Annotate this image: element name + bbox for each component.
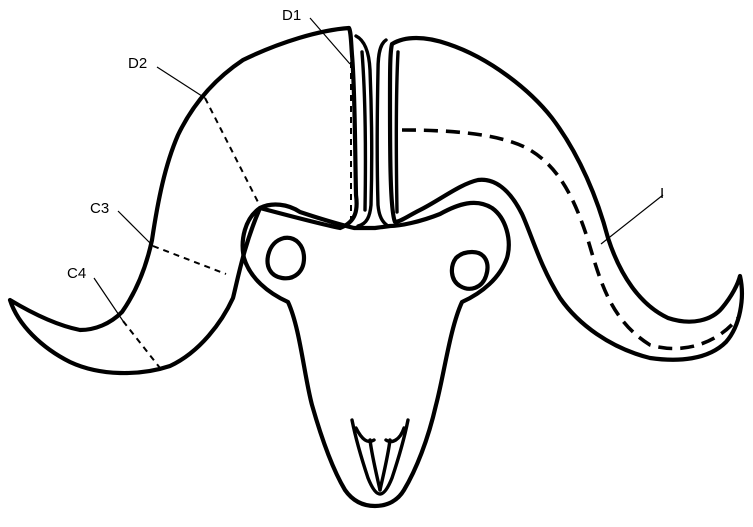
c3-dashed-line	[153, 246, 226, 274]
c4-dashed-line	[123, 321, 160, 368]
label-c3: C3	[90, 200, 109, 217]
right-horn-outline	[390, 38, 742, 360]
c3-leader	[118, 211, 153, 246]
label-c4: C4	[67, 265, 86, 282]
label-d2: D2	[128, 55, 147, 72]
d1-leader	[310, 18, 350, 64]
d2-dashed-line	[205, 98, 260, 206]
i-dashed-curve	[402, 130, 738, 349]
label-d1: D1	[282, 7, 301, 24]
teeth-left	[356, 428, 374, 442]
right-inner-strip-edge	[396, 52, 398, 212]
i-leader	[601, 195, 663, 244]
c4-leader	[94, 278, 123, 321]
left-eye-socket	[268, 238, 304, 279]
right-eye-socket	[452, 252, 488, 289]
skull-outline	[243, 203, 509, 506]
d2-leader	[157, 67, 205, 98]
label-i: I	[660, 185, 664, 202]
right-inner-strip	[377, 40, 388, 226]
left-horn-outline	[10, 28, 357, 373]
left-inner-strip-edge	[362, 52, 365, 210]
